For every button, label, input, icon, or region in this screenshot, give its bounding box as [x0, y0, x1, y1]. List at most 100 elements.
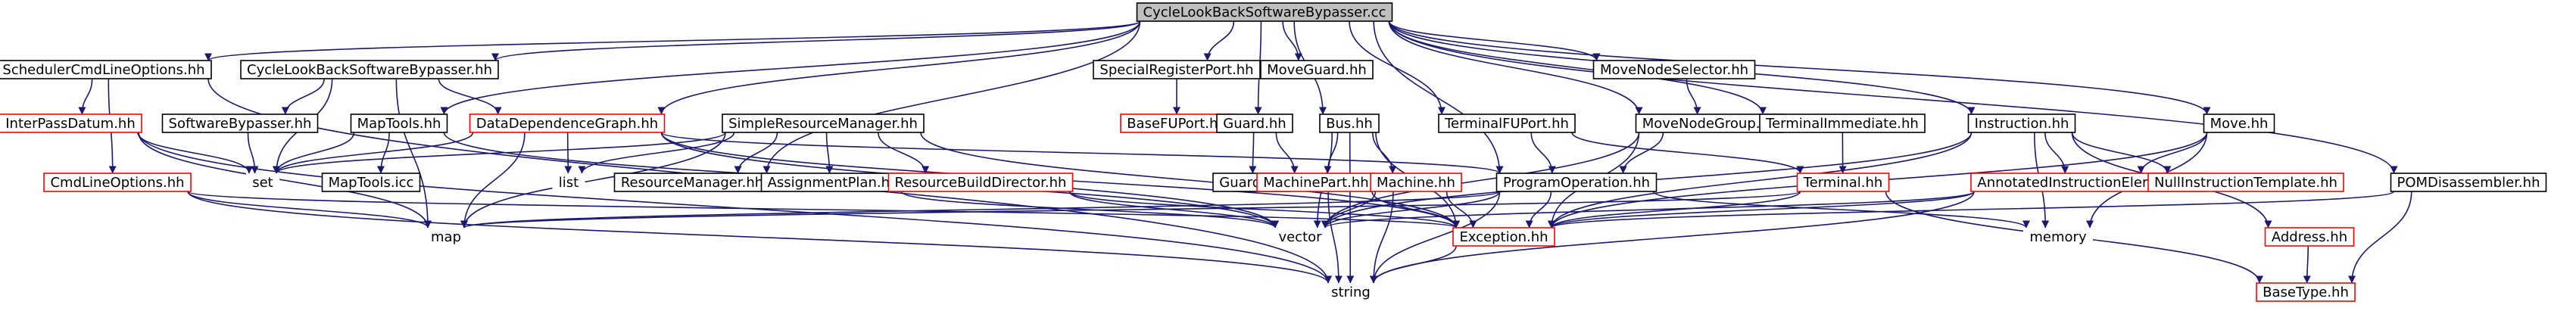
edge	[460, 191, 1801, 229]
node-label: map	[431, 229, 461, 245]
node-guard[interactable]: Guard.hh	[1216, 114, 1293, 133]
node-box	[2023, 228, 2093, 246]
node-pomDis[interactable]: POMDisassembler.hh	[2390, 173, 2547, 192]
node-label: MoveGuard.hh	[1267, 62, 1367, 78]
node-resMgr[interactable]: ResourceManager.hh	[613, 173, 771, 192]
node-label: TerminalFUPort.hh	[1444, 116, 1569, 132]
edge-address-to-baseType	[2303, 245, 2311, 284]
node-ddg[interactable]: DataDependenceGraph.hh	[469, 114, 666, 133]
node-baseType[interactable]: BaseType.hh	[2256, 282, 2356, 302]
edge	[1203, 20, 1235, 61]
node-clbsbHH[interactable]: CycleLookBackSoftwareBypasser.hh	[240, 60, 499, 79]
edge	[78, 78, 93, 115]
node-box	[161, 114, 319, 133]
node-nullInstr[interactable]: NullInstructionTemplate.hh	[2147, 173, 2344, 192]
node-terminal[interactable]: Terminal.hh	[1796, 173, 1890, 192]
edge	[1372, 132, 1397, 174]
edge-progOp-to-vector	[1321, 191, 1501, 229]
node-box	[0, 114, 142, 133]
node-exception[interactable]: Exception.hh	[1452, 227, 1555, 247]
edge-instr-to-nullInstr	[2071, 132, 2172, 174]
node-mng[interactable]: MoveNodeGroup.hh	[1635, 114, 1785, 133]
node-progOp[interactable]: ProgramOperation.hh	[1495, 173, 1658, 192]
edge-pomDis-to-exception	[1548, 191, 2395, 229]
edge	[1652, 191, 2030, 229]
node-schedCmd[interactable]: SchedulerCmdLineOptions.hh	[0, 60, 212, 79]
node-machinePart[interactable]: MachinePart.hh	[1256, 173, 1376, 192]
node-box	[0, 60, 212, 79]
node-box	[43, 173, 192, 192]
node-baseFU[interactable]: BaseFUPort.hh	[1120, 114, 1233, 133]
edge-mng-to-vector	[1321, 132, 1640, 229]
node-resBuildDir[interactable]: ResourceBuildDirector.hh	[887, 173, 1074, 192]
node-annotInstr[interactable]: AnnotatedInstructionElement.hh	[1970, 173, 2206, 192]
edge-progOp-to-string	[1370, 191, 1501, 284]
node-box	[2264, 227, 2355, 247]
node-root[interactable]: CycleLookBackSoftwareBypasser.cc	[1136, 2, 1393, 22]
node-label: Bus.hh	[1326, 116, 1373, 132]
node-box	[1452, 227, 1555, 247]
edge-simpleRM-to-assignPlan	[825, 132, 834, 174]
edge-root-to-move	[1388, 20, 2211, 115]
edge	[1388, 20, 1601, 61]
node-label: CycleLookBackSoftwareBypasser.cc	[1143, 5, 1386, 20]
edge	[138, 132, 432, 229]
node-machine[interactable]: Machine.hh	[1370, 173, 1462, 192]
node-move[interactable]: Move.hh	[2203, 114, 2275, 133]
node-bus[interactable]: Bus.hh	[1319, 114, 1380, 133]
node-mapToolsIcc[interactable]: MapTools.icc	[321, 173, 421, 192]
edge-ddg-to-list	[564, 132, 572, 174]
node-interPass[interactable]: InterPassDatum.hh	[0, 114, 142, 133]
node-assignPlan[interactable]: AssignmentPlan.hh	[760, 173, 906, 192]
edge-moveNodeSel-to-mng	[1686, 78, 1701, 115]
node-termFU[interactable]: TerminalFUPort.hh	[1438, 114, 1576, 133]
node-moveGuard[interactable]: MoveGuard.hh	[1260, 60, 1374, 79]
node-box	[1120, 114, 1233, 133]
node-moveNodeSel[interactable]: MoveNodeSelector.hh	[1592, 60, 1756, 79]
edge-instr-to-exception	[1548, 132, 1973, 229]
edge-interPass-to-map	[138, 132, 432, 229]
edge-ddg-to-progOp	[660, 132, 1504, 174]
node-label: POMDisassembler.hh	[2397, 175, 2540, 191]
node-termImm[interactable]: TerminalImmediate.hh	[1759, 114, 1926, 133]
node-label: SpecialRegisterPort.hh	[1099, 62, 1253, 78]
node-label: Exception.hh	[1459, 229, 1548, 245]
node-address[interactable]: Address.hh	[2264, 227, 2355, 247]
node-mapTools[interactable]: MapTools.hh	[350, 114, 448, 133]
edge-root-to-progOp	[1373, 20, 1504, 174]
edge	[1388, 20, 2211, 115]
node-simpleRM[interactable]: SimpleResourceManager.hh	[722, 114, 925, 133]
edge	[1373, 20, 1504, 174]
node-box	[1967, 114, 2076, 133]
node-label: MoveNodeSelector.hh	[1600, 62, 1748, 78]
edge-instr-to-annotInstr	[2044, 132, 2069, 174]
node-label: list	[559, 175, 579, 191]
node-label: TerminalImmediate.hh	[1765, 116, 1919, 132]
edge	[1321, 191, 1975, 229]
edge	[491, 20, 1141, 61]
node-label: AssignmentPlan.hh	[768, 175, 899, 191]
edge	[281, 78, 325, 115]
edge-swBypasser-to-set	[247, 132, 259, 174]
edge	[376, 132, 390, 174]
edge-simpleRM-to-list	[578, 132, 735, 174]
node-cmdLine[interactable]: CmdLineOptions.hh	[43, 173, 192, 192]
node-box	[2256, 282, 2356, 302]
node-box	[2147, 173, 2344, 192]
edge-clbsbHH-to-ddg	[438, 78, 502, 115]
node-label: MapTools.hh	[357, 116, 441, 132]
edge	[460, 132, 726, 229]
edge-progOp-to-map	[460, 191, 1501, 229]
node-swBypasser[interactable]: SoftwareBypasser.hh	[161, 114, 319, 133]
edge	[1068, 191, 1460, 229]
edge	[273, 132, 474, 174]
edge	[564, 132, 572, 174]
node-box	[246, 173, 279, 191]
node-specialReg[interactable]: SpecialRegisterPort.hh	[1093, 60, 1261, 79]
node-instr[interactable]: Instruction.hh	[1967, 114, 2076, 133]
edge-clbsbHH-to-swBypasser	[281, 78, 325, 115]
edge-root-to-moveNodeSel	[1388, 20, 1601, 61]
node-label: CycleLookBackSoftwareBypasser.hh	[247, 62, 492, 78]
edge	[1686, 78, 1701, 115]
edge	[1548, 191, 2395, 229]
